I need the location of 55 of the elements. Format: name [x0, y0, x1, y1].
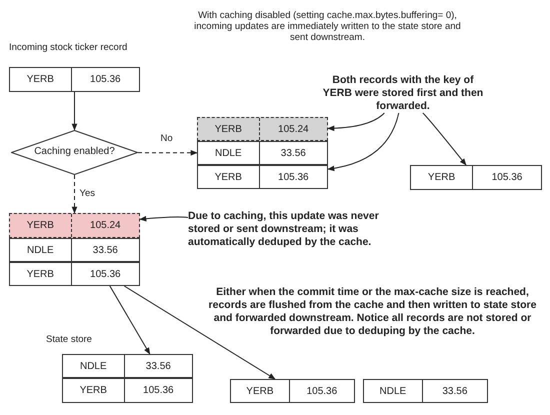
- record-value: 105.36: [89, 73, 122, 87]
- record-value: 33.56: [144, 360, 172, 374]
- record-value: 33.56: [441, 384, 468, 398]
- arrow: [109, 286, 150, 355]
- record-row: [9, 213, 140, 238]
- record-row: [9, 238, 140, 262]
- record-key: YERB: [231, 380, 290, 402]
- record-key: YERB: [10, 68, 72, 91]
- edge-label: No: [160, 132, 174, 144]
- leader-arrow: [139, 216, 188, 222]
- record-key: NDLE: [364, 380, 423, 402]
- arrow: [138, 150, 198, 156]
- record-key: NDLE: [10, 239, 72, 261]
- record-key: YERB: [63, 379, 125, 402]
- edge-label: Yes: [78, 188, 96, 199]
- flush-note: Either when the commit time or the max-cache size is reached, records are flushed from the cache and then written to state store and forwarded downstream. Notice all records are not stored or forwarded due to deduping by the cache.: [208, 286, 538, 338]
- record-row: [363, 379, 488, 403]
- record-value: 33.56: [280, 146, 307, 160]
- record-row: [9, 67, 140, 92]
- input-label: Incoming stock ticker record: [9, 42, 128, 53]
- record-key: YERB: [411, 166, 474, 189]
- record-value: 105.36: [89, 268, 122, 282]
- record-value: 105.36: [142, 384, 175, 398]
- decision-diamond: [11, 130, 138, 175]
- record-key: YERB: [10, 263, 72, 285]
- decision-text: Caching enabled?: [33, 146, 116, 156]
- record-key: NDLE: [198, 142, 260, 164]
- record-row: [9, 262, 140, 286]
- record-value: 105.24: [277, 122, 310, 136]
- leader-arrow: [327, 112, 385, 132]
- record-key: YERB: [198, 166, 260, 188]
- arrow: [72, 174, 78, 214]
- record-row: [197, 141, 328, 165]
- record-value: 105.36: [306, 384, 338, 398]
- record-row: [62, 378, 193, 403]
- record-row: [410, 165, 542, 190]
- record-value: 33.56: [92, 244, 119, 258]
- record-key: YERB: [198, 118, 260, 140]
- record-row: [197, 165, 328, 189]
- record-value: 105.36: [490, 171, 524, 185]
- section-label: State store: [46, 334, 93, 345]
- annotation-note: Due to caching, this update was never stored or sent downstream; it was automatically deduped by the cache.: [188, 210, 380, 249]
- record-row: [230, 379, 355, 403]
- record-value: 105.24: [89, 219, 122, 233]
- record-key: YERB: [10, 214, 72, 237]
- arrow: [72, 92, 78, 131]
- leader-arrow: [327, 112, 400, 171]
- annotation-note: Both records with the key of YERB were stored first and then forwarded.: [322, 74, 484, 113]
- record-value: 105.36: [277, 170, 310, 184]
- record-key: NDLE: [63, 355, 125, 377]
- leader-arrow: [422, 112, 466, 166]
- record-row: [197, 117, 328, 141]
- arrow: [124, 286, 276, 380]
- record-row: [62, 354, 193, 378]
- caption-note: With caching disabled (setting cache.max.bytes.buffering= 0), incoming updates are immediately written to the state store and sent downstream.: [193, 10, 462, 43]
